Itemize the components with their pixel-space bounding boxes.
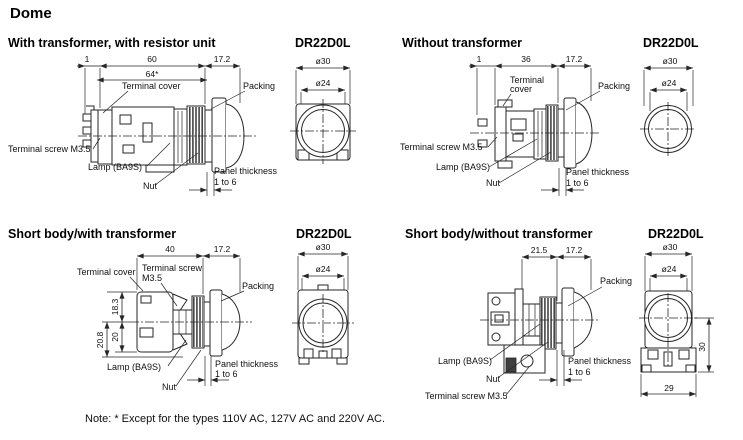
callout-panel-range: 1 to 6: [214, 177, 237, 187]
section-heading-bottom-right: Short body/without transformer: [405, 227, 593, 241]
dim-front: 17.2: [566, 245, 583, 255]
drawing-top-right-front: ø30 ø24: [640, 56, 696, 157]
callout-nut: Nut: [486, 178, 501, 188]
dim-outer-diameter: ø30: [663, 242, 678, 252]
drawing-bottom-right-front: ø30 ø24 30 29: [639, 242, 714, 397]
side-view-body: [82, 97, 245, 173]
drawing-bottom-left-side: 40 17.2 18.3 20 20.8 Terminal cover Term…: [77, 244, 279, 392]
dim-front: 17.2: [566, 54, 583, 64]
callout-lamp: Lamp (BA9S): [107, 362, 161, 372]
callout-terminal-screw: Terminal screw M3.5: [400, 142, 483, 152]
callout-terminal-screw-line1: Terminal screw: [142, 263, 203, 273]
callout-panel-thickness: Panel thickness: [568, 356, 632, 366]
drawing-top-right-side: 1 36 17.2 Terminal cover Packing Termina…: [400, 54, 630, 196]
dim-offset: 1: [85, 54, 90, 64]
drawing-bottom-left-front: ø30 ø24: [292, 242, 354, 365]
callout-panel-range: 1 to 6: [215, 369, 238, 379]
callout-terminal-cover-line1: Terminal: [510, 75, 544, 85]
side-view-body: [136, 289, 241, 357]
dim-offset: 1: [477, 54, 482, 64]
callout-nut: Nut: [486, 374, 501, 384]
dim-outer-diameter: ø30: [663, 56, 678, 66]
callout-nut: Nut: [143, 181, 158, 191]
callout-terminal-cover: Terminal cover: [77, 267, 136, 277]
callout-panel-thickness: Panel thickness: [214, 166, 278, 176]
callout-terminal-screw: Terminal screw M3.5: [425, 391, 508, 401]
dim-inner-diameter: ø24: [316, 264, 331, 274]
callout-terminal-screw-line2: M3.5: [142, 273, 162, 283]
dim-height-total: 20.8: [95, 331, 105, 348]
dim-height: 30: [697, 342, 707, 352]
callout-terminal-screw: Terminal screw M3.5: [8, 144, 91, 154]
callout-panel-thickness: Panel thickness: [566, 167, 630, 177]
section-heading-top-left: With transformer, with resistor unit: [8, 36, 216, 50]
callout-nut: Nut: [162, 382, 177, 392]
model-label-top-right: DR22D0L: [643, 36, 699, 50]
page-title: Dome: [10, 5, 52, 22]
dimension-lines: [469, 63, 592, 196]
callout-lamp: Lamp (BA9S): [88, 162, 142, 172]
dim-inner-diameter: ø24: [316, 78, 331, 88]
callout-leaders: [92, 90, 246, 186]
model-label-bottom-right: DR22D0L: [648, 227, 704, 241]
drawing-bottom-right-side: 21.5 17.2 Packing Lamp (BA9S) Nut Termin…: [425, 245, 632, 401]
dim-outer-diameter: ø30: [316, 56, 331, 66]
dim-body: 21.5: [531, 245, 548, 255]
callout-panel-range: 1 to 6: [568, 367, 591, 377]
dim-inner-diameter: ø24: [662, 264, 677, 274]
model-label-top-left: DR22D0L: [295, 36, 351, 50]
callout-terminal-cover: Terminal cover: [122, 81, 181, 91]
callout-leaders: [487, 90, 601, 184]
dim-body: 36: [521, 54, 531, 64]
callout-panel-thickness: Panel thickness: [215, 359, 279, 369]
callout-packing: Packing: [598, 81, 630, 91]
callout-packing: Packing: [242, 281, 274, 291]
dim-height-lower: 20: [110, 332, 120, 342]
dim-body: 40: [165, 244, 175, 254]
section-heading-top-right: Without transformer: [402, 36, 523, 50]
callout-leaders: [129, 276, 245, 387]
dimension-lines: [521, 254, 592, 386]
side-view-body: [487, 287, 593, 374]
callout-packing: Packing: [600, 276, 632, 286]
drawing-top-left-side: 1 60 17.2 64* Terminal cover Packing Ter…: [8, 54, 278, 196]
callout-packing: Packing: [243, 81, 275, 91]
callout-leaders: [489, 286, 603, 396]
dim-height-upper: 18.3: [110, 298, 120, 315]
dim-front: 17.2: [214, 54, 231, 64]
model-label-bottom-left: DR22D0L: [296, 227, 352, 241]
dimension-lines: [77, 63, 241, 196]
drawing-top-left-front: ø30 ø24: [290, 56, 356, 164]
dim-width: 29: [664, 383, 674, 393]
dimension-lines: [102, 253, 241, 386]
dim-inner-diameter: ø24: [662, 78, 677, 88]
callout-panel-range: 1 to 6: [566, 178, 589, 188]
dimension-lines: [640, 317, 714, 397]
dim-front: 17.2: [214, 244, 231, 254]
callout-lamp: Lamp (BA9S): [436, 162, 490, 172]
dim-overall: 64*: [146, 69, 159, 79]
footnote: Note: * Except for the types 110V AC, 12…: [85, 413, 386, 425]
callout-lamp: Lamp (BA9S): [438, 356, 492, 366]
dim-body: 60: [147, 54, 157, 64]
dim-outer-diameter: ø30: [316, 242, 331, 252]
callout-terminal-cover-line2: cover: [510, 84, 532, 94]
section-heading-bottom-left: Short body/with transformer: [8, 227, 177, 241]
